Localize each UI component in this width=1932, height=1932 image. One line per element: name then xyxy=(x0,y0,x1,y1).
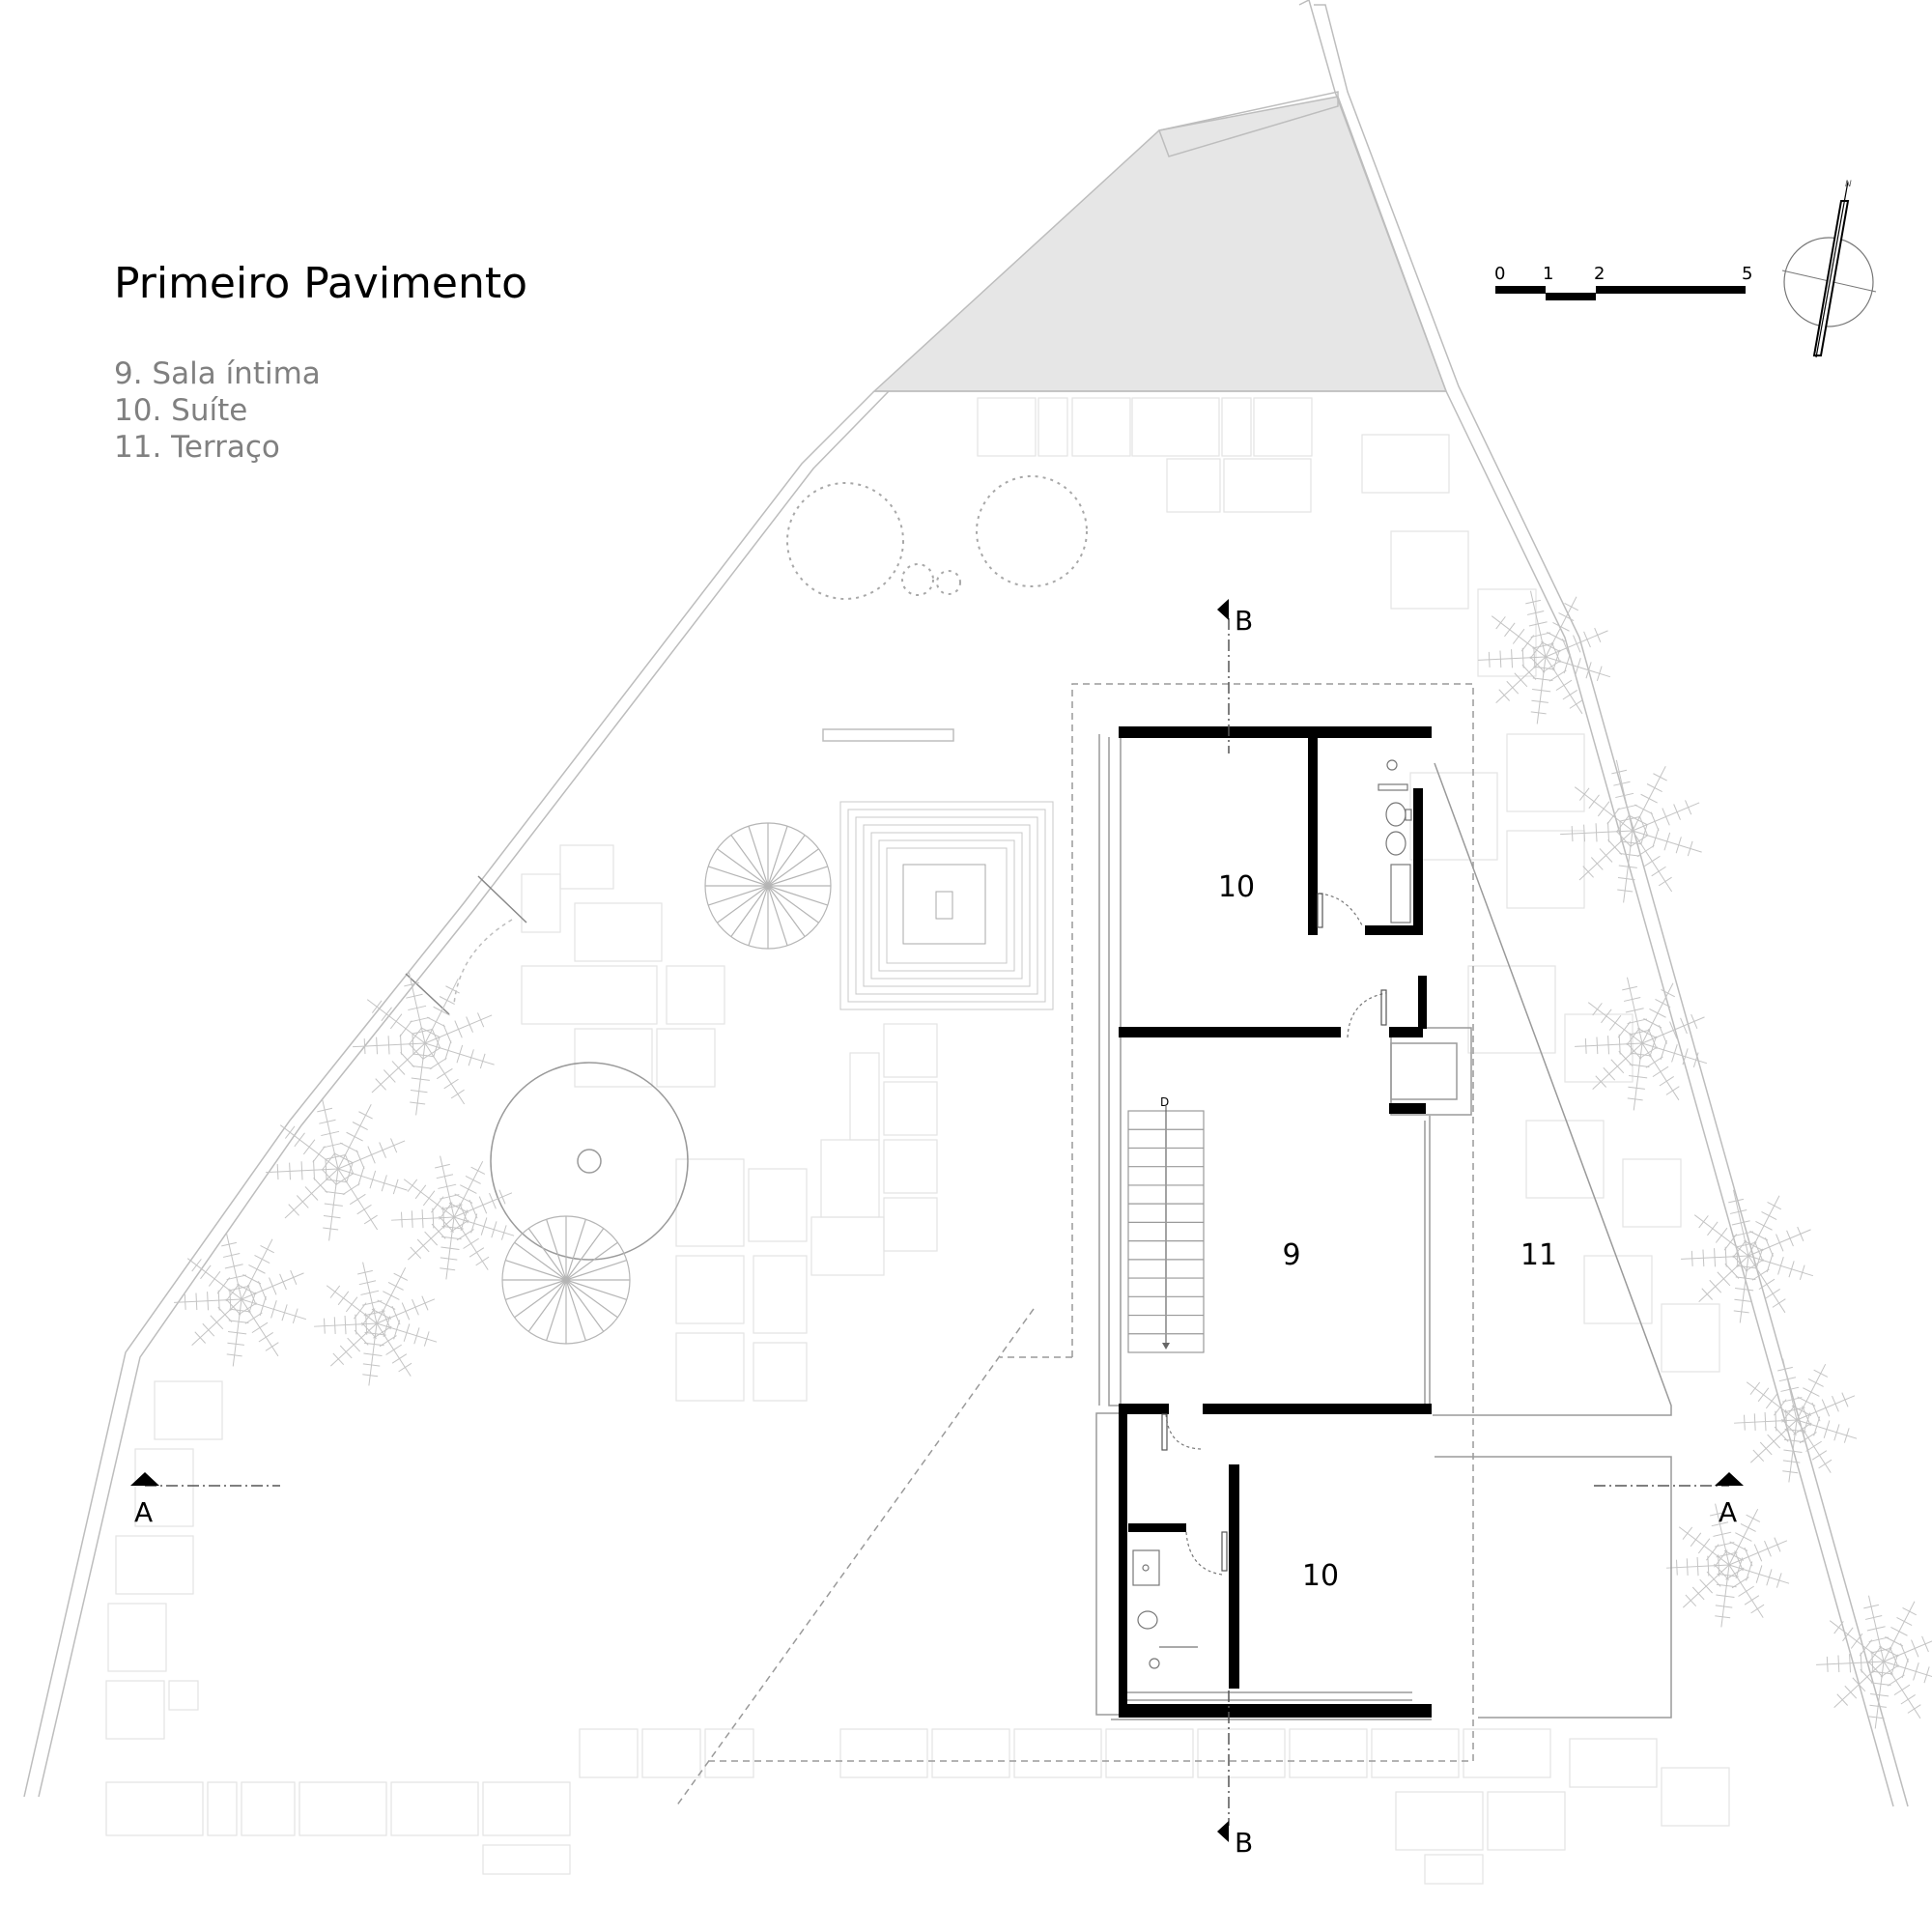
room-label-sala: 9 xyxy=(1282,1238,1300,1272)
section-label-b-top: B xyxy=(1235,605,1253,637)
room-label-suite-bottom: 10 xyxy=(1302,1559,1339,1593)
garden-elements xyxy=(405,728,954,1261)
tree-icon xyxy=(501,822,832,1345)
north-arrow-icon xyxy=(1781,181,1877,358)
scale-label-1: 1 xyxy=(1543,264,1553,284)
stair-label: D xyxy=(1160,1095,1169,1109)
section-lines xyxy=(145,618,1729,1826)
section-label-a-right: A xyxy=(1719,1496,1737,1528)
doors-fixtures xyxy=(1132,759,1412,1669)
scale-bar xyxy=(1495,286,1746,300)
shaded-area xyxy=(872,96,1448,392)
scale-label-2: 2 xyxy=(1594,264,1605,284)
stair xyxy=(1127,1106,1205,1353)
terrace-outline xyxy=(1095,734,1672,1720)
site-boundary xyxy=(23,0,1909,1807)
walls xyxy=(1119,726,1432,1718)
legend-item-suite: 10. Suíte xyxy=(114,393,248,428)
palm-icon xyxy=(174,590,1932,1729)
room-label-suite-top: 10 xyxy=(1218,870,1255,904)
section-marker-icon xyxy=(130,599,1744,1842)
scale-label-0: 0 xyxy=(1494,264,1505,284)
paving xyxy=(105,397,1730,1885)
planter xyxy=(839,801,1054,1010)
plan-title: Primeiro Pavimento xyxy=(114,259,528,308)
legend-item-sala-intima: 9. Sala íntima xyxy=(114,356,321,391)
section-label-a-left: A xyxy=(134,1496,153,1528)
roof-outline xyxy=(675,683,1474,1807)
tree-icon xyxy=(786,475,1088,600)
legend-item-terraco: 11. Terraço xyxy=(114,430,280,465)
section-label-b-bottom: B xyxy=(1235,1827,1253,1859)
room-legend: 9. Sala íntima 10. Suíte 11. Terraço xyxy=(114,355,321,466)
scale-label-5: 5 xyxy=(1742,264,1752,284)
north-label: N xyxy=(1845,180,1852,189)
room-label-terraco: 11 xyxy=(1520,1238,1557,1272)
